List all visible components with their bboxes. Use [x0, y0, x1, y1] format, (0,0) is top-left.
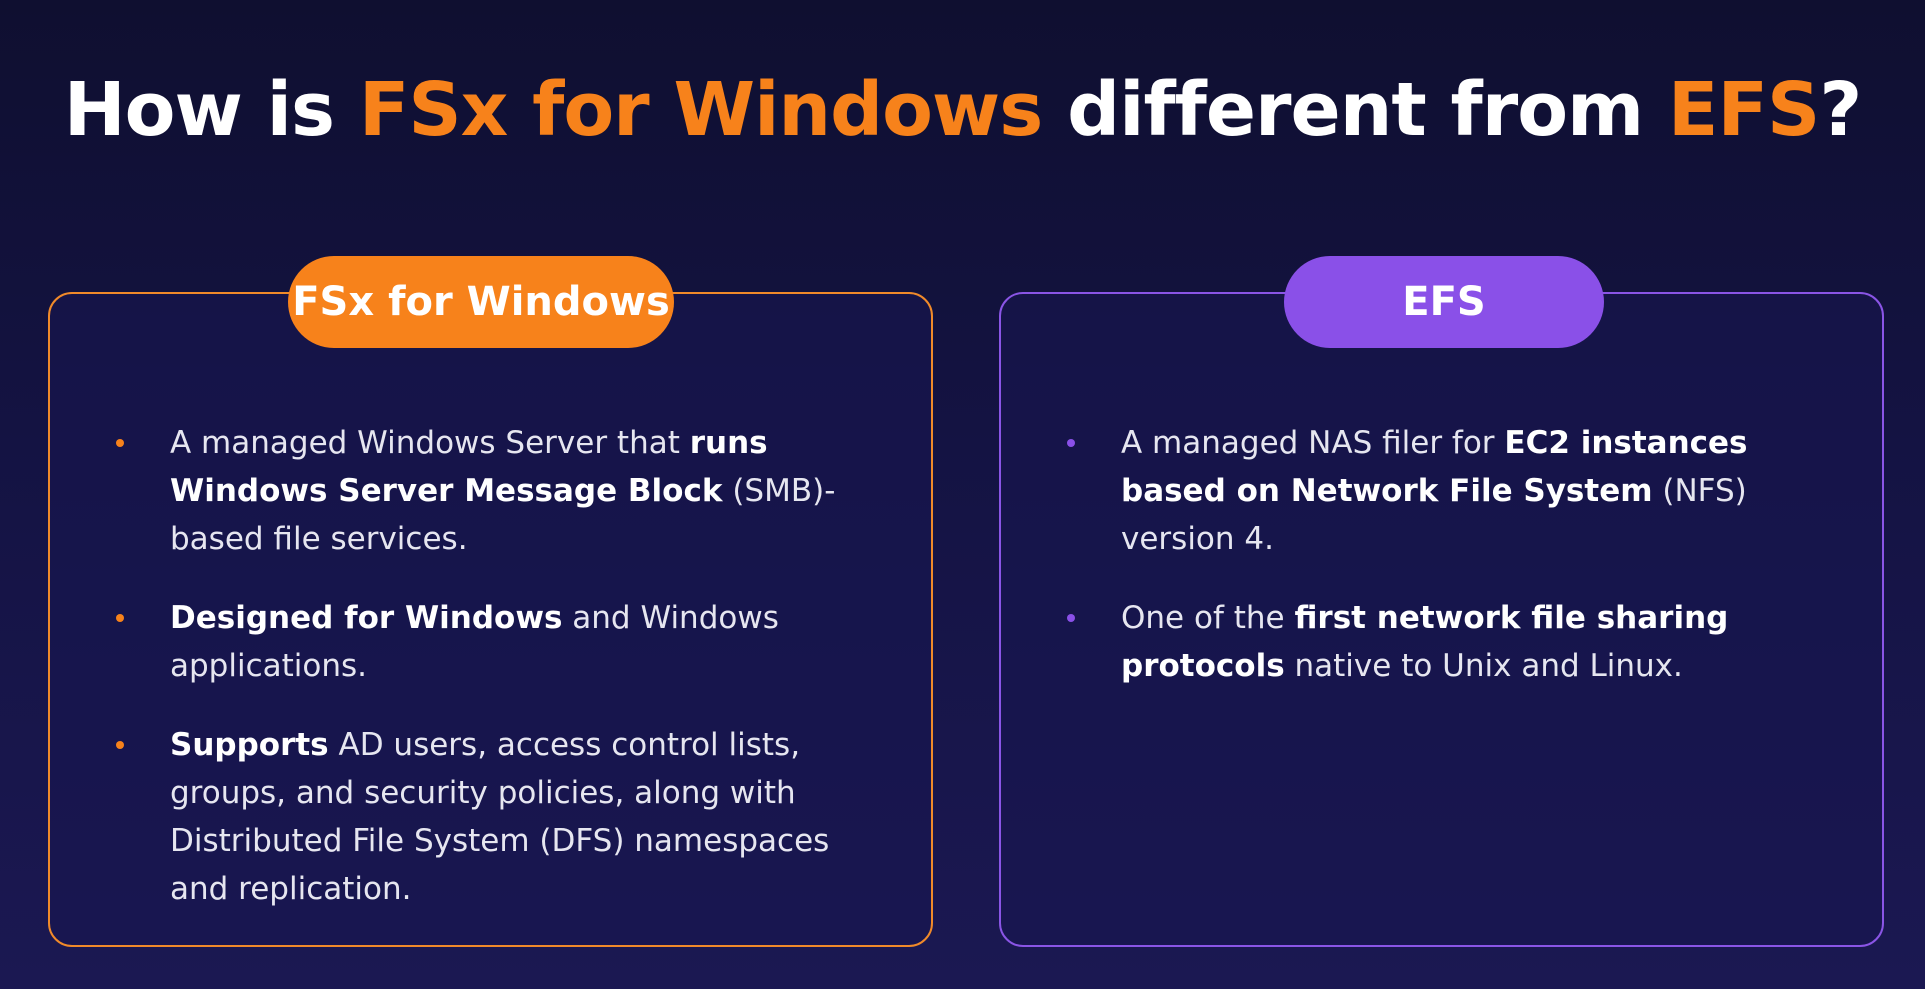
fsx-list: A managed Windows Server that runs Windo…	[116, 419, 860, 944]
efs-list-item: One of the first network file sharing pr…	[1067, 594, 1811, 690]
efs-list: A managed NAS filer for EC2 instances ba…	[1067, 419, 1811, 721]
bullet-icon	[116, 439, 124, 447]
fsx-list-item: A managed Windows Server that runs Windo…	[116, 419, 860, 563]
efs-list-item: A managed NAS filer for EC2 instances ba…	[1067, 419, 1811, 563]
fsx-label-pill: FSx for Windows	[288, 256, 674, 348]
title-text-3: ?	[1819, 67, 1862, 153]
fsx-list-item: Designed for Windows and Windows applica…	[116, 594, 860, 690]
title-text-1: How is	[63, 67, 359, 153]
title-accent-efs: EFS	[1667, 67, 1820, 153]
efs-label-pill: EFS	[1284, 256, 1604, 348]
fsx-card: FSx for Windows A managed Windows Server…	[48, 256, 933, 947]
bullet-icon	[116, 614, 124, 622]
bullet-icon	[116, 741, 124, 749]
title-text-2: different from	[1042, 67, 1668, 153]
slide-title: How is FSx for Windows different from EF…	[0, 62, 1925, 158]
bullet-icon	[1067, 614, 1075, 622]
fsx-list-item: Supports AD users, access control lists,…	[116, 721, 860, 913]
title-accent-fsx: FSx for Windows	[358, 67, 1044, 153]
bullet-icon	[1067, 439, 1075, 447]
efs-card: EFS A managed NAS filer for EC2 instance…	[999, 256, 1884, 947]
